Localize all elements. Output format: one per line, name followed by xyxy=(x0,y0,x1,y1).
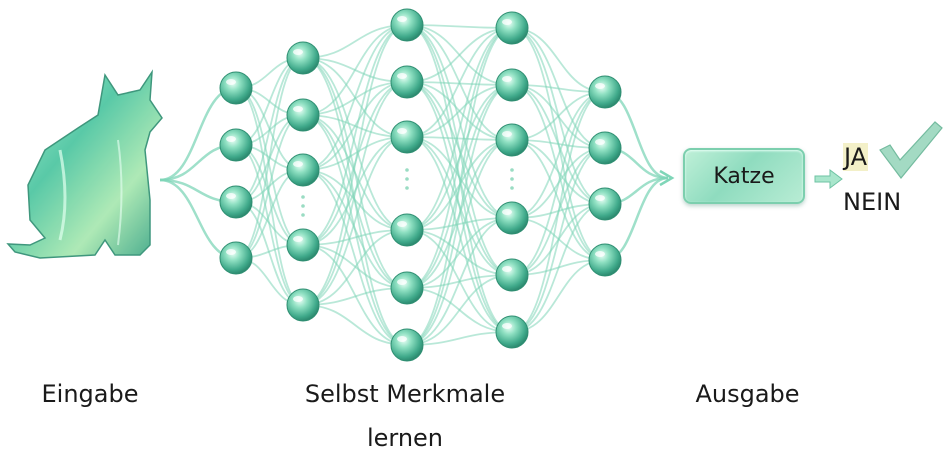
answer-yes: JA xyxy=(843,143,869,171)
connection-line xyxy=(406,136,513,333)
connection-line xyxy=(406,217,513,346)
connection-line xyxy=(302,229,408,306)
network-node xyxy=(495,68,529,102)
node-highlight xyxy=(397,128,407,134)
connection-line xyxy=(302,81,408,306)
fan-out-arrow-icon xyxy=(659,169,675,187)
node-highlight xyxy=(397,336,407,342)
network-node xyxy=(495,11,529,45)
connection-line xyxy=(406,136,513,276)
connection-line xyxy=(302,24,408,171)
node-highlight xyxy=(293,106,303,112)
node-highlight xyxy=(502,76,512,82)
network-nodes xyxy=(219,8,622,362)
network-node xyxy=(390,328,424,362)
connection-line xyxy=(406,27,513,231)
node-highlight xyxy=(226,79,236,85)
ellipsis-dots xyxy=(301,168,514,217)
node-highlight xyxy=(397,16,407,22)
connection-line xyxy=(406,24,513,219)
network-node xyxy=(390,120,424,154)
network-node xyxy=(286,288,320,322)
hidden-caption-line2: lernen xyxy=(366,424,444,452)
hidden-caption-line1: Selbst Merkmale xyxy=(304,380,506,408)
connection-line xyxy=(511,147,606,333)
output-box-label: Katze xyxy=(713,163,775,189)
connection-line xyxy=(302,24,408,246)
network-node xyxy=(286,228,320,262)
node-highlight xyxy=(226,249,236,255)
network-node xyxy=(495,123,529,157)
glass-cat-icon xyxy=(6,69,163,259)
connection-line xyxy=(302,169,408,289)
network-node xyxy=(588,131,622,165)
node-highlight xyxy=(502,209,512,215)
connection-line xyxy=(406,27,513,138)
connection-line xyxy=(406,274,513,346)
network-node xyxy=(286,98,320,132)
network-node xyxy=(495,201,529,235)
checkmark-icon xyxy=(879,121,943,179)
connection-line xyxy=(406,139,513,346)
network-node xyxy=(286,153,320,187)
network-node xyxy=(219,128,253,162)
node-highlight xyxy=(226,136,236,142)
node-highlight xyxy=(502,323,512,329)
network-node xyxy=(390,65,424,99)
network-node xyxy=(219,71,253,105)
output-arrow-icon xyxy=(814,169,843,189)
connection-line xyxy=(511,91,606,276)
connection-line xyxy=(406,136,513,219)
connection-line xyxy=(406,27,513,289)
answer-no: NEIN xyxy=(843,188,902,216)
node-highlight xyxy=(502,19,512,25)
connection-line xyxy=(406,27,513,346)
connection-line xyxy=(302,81,408,171)
network-node xyxy=(588,243,622,277)
node-highlight xyxy=(595,139,605,145)
node-highlight xyxy=(502,266,512,272)
output-caption: Ausgabe xyxy=(695,380,800,408)
network-node xyxy=(495,258,529,292)
node-highlight xyxy=(397,73,407,79)
connection-line xyxy=(302,169,408,346)
node-highlight xyxy=(293,296,303,302)
connection-line xyxy=(302,114,408,289)
network-node xyxy=(495,315,529,349)
node-highlight xyxy=(293,236,303,242)
output-box: Katze xyxy=(683,148,805,204)
connection-line xyxy=(406,84,513,346)
network-node xyxy=(219,241,253,275)
node-highlight xyxy=(397,221,407,227)
network-node xyxy=(390,271,424,305)
network-node xyxy=(219,185,253,219)
connection-line xyxy=(302,24,408,306)
connection-line xyxy=(302,136,408,306)
connection-line xyxy=(406,81,513,219)
connection-line xyxy=(511,91,606,333)
network-node xyxy=(286,41,320,75)
node-highlight xyxy=(595,83,605,89)
connection-line xyxy=(302,114,408,231)
network-node xyxy=(588,187,622,221)
connection-line xyxy=(302,24,408,116)
connection-line xyxy=(302,244,408,346)
input-caption: Eingabe xyxy=(41,380,139,408)
connection-line xyxy=(406,217,513,289)
network-node xyxy=(390,8,424,42)
node-highlight xyxy=(595,251,605,257)
connection-line xyxy=(302,57,408,231)
node-highlight xyxy=(502,131,512,137)
network-node xyxy=(588,75,622,109)
node-highlight xyxy=(397,279,407,285)
node-highlight xyxy=(595,195,605,201)
node-highlight xyxy=(293,161,303,167)
node-highlight xyxy=(226,193,236,199)
node-highlight xyxy=(293,49,303,55)
network-node xyxy=(390,213,424,247)
